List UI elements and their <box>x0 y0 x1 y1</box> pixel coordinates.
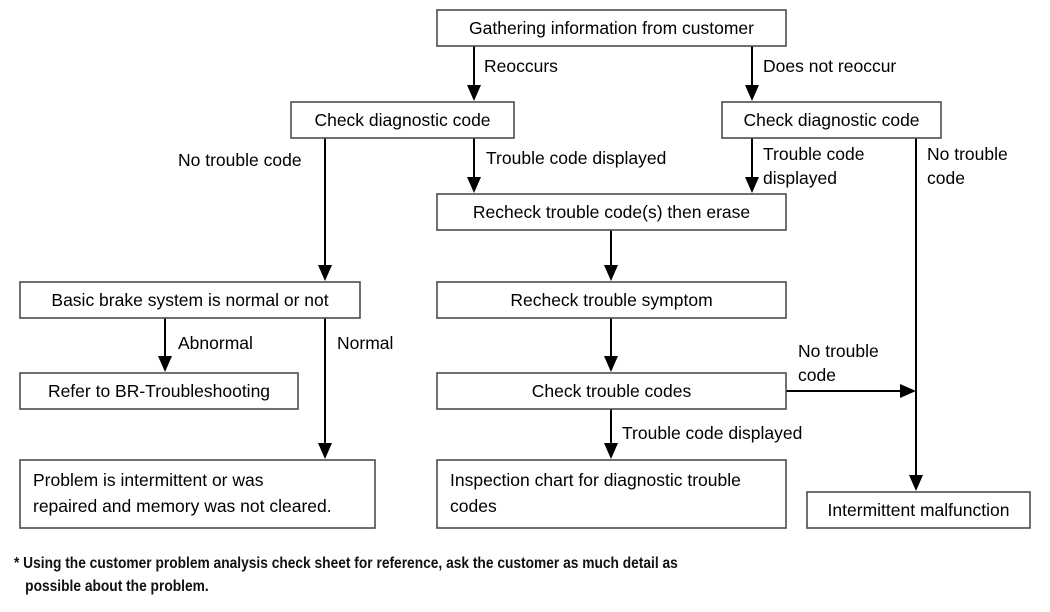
node-box <box>290 101 515 139</box>
arrow-head <box>900 384 916 398</box>
node-inspection-chart: Inspection chart for diagnostic trouble … <box>436 459 787 529</box>
node-label: Recheck trouble code(s) then erase <box>473 202 750 222</box>
edge-label-no-trouble-code-left: No trouble code <box>178 150 302 170</box>
node-label: Check trouble codes <box>532 381 692 401</box>
node-box <box>19 281 361 319</box>
node-recheck-trouble-codes-then-erase: Recheck trouble code(s) then erase <box>436 193 787 231</box>
edge-symptom-to-check-codes <box>604 318 618 372</box>
footnote: * Using the customer problem analysis ch… <box>14 552 891 598</box>
node-label-line2: repaired and memory was not cleared. <box>33 496 332 516</box>
node-check-diagnostic-code-right: Check diagnostic code <box>721 101 942 139</box>
edge-gathering-to-check-right <box>745 46 759 101</box>
node-box <box>436 372 787 410</box>
arrow-head <box>745 177 759 193</box>
arrow-head <box>318 265 332 281</box>
node-label-line2: codes <box>450 496 497 516</box>
node-label: Refer to BR-Troubleshooting <box>48 381 270 401</box>
edge-label-normal: Normal <box>337 333 393 353</box>
arrow-head <box>467 85 481 101</box>
edge-label-abnormal: Abnormal <box>178 333 253 353</box>
node-box <box>806 491 1031 529</box>
node-label-line1: Problem is intermittent or was <box>33 470 264 490</box>
node-label: Basic brake system is normal or not <box>51 290 328 310</box>
node-check-diagnostic-code-left: Check diagnostic code <box>290 101 515 139</box>
node-problem-is-intermittent: Problem is intermittent or was repaired … <box>19 459 376 529</box>
edge-label-no-trouble-code-right-line2: code <box>927 168 965 188</box>
edge-label-trouble-code-displayed-right-line1: Trouble code <box>763 144 865 164</box>
node-check-trouble-codes: Check trouble codes <box>436 372 787 410</box>
node-label: Check diagnostic code <box>743 110 919 130</box>
node-box <box>19 372 299 410</box>
edge-check-right-to-recheck-erase <box>745 138 759 193</box>
edge-label-trouble-code-displayed-left: Trouble code displayed <box>486 148 666 168</box>
node-basic-brake-system: Basic brake system is normal or not <box>19 281 361 319</box>
arrow-head <box>745 85 759 101</box>
node-refer-to-br-troubleshooting: Refer to BR-Troubleshooting <box>19 372 299 410</box>
edge-label-no-trouble-code-bottom-line1: No trouble <box>798 341 879 361</box>
arrow-head <box>158 356 172 372</box>
node-label: Recheck trouble symptom <box>510 290 712 310</box>
arrow-head <box>604 443 618 459</box>
node-label: Gathering information from customer <box>469 18 754 38</box>
edge-label-does-not-reoccur: Does not reoccur <box>763 56 896 76</box>
edge-label-no-trouble-code-right-line1: No trouble <box>927 144 1008 164</box>
arrow-head <box>604 356 618 372</box>
arrow-head <box>318 443 332 459</box>
node-box <box>721 101 942 139</box>
footnote-line-1: * Using the customer problem analysis ch… <box>14 555 678 572</box>
edge-check-codes-to-inspection-chart <box>604 409 618 459</box>
edge-basic-brake-to-problem-intermittent <box>318 318 332 459</box>
arrow-head <box>909 475 923 491</box>
edge-gathering-to-check-left <box>467 46 481 101</box>
node-box <box>436 281 787 319</box>
edge-label-no-trouble-code-bottom-line2: code <box>798 365 836 385</box>
arrow-head <box>467 177 481 193</box>
node-box <box>436 459 787 529</box>
node-intermittent-malfunction: Intermittent malfunction <box>806 491 1031 529</box>
edge-label-trouble-code-displayed-right-line2: displayed <box>763 168 837 188</box>
node-box <box>436 193 787 231</box>
edge-label-trouble-code-displayed-bottom: Trouble code displayed <box>622 423 802 443</box>
node-gathering-information: Gathering information from customer <box>436 9 787 47</box>
edge-check-codes-to-intermittent <box>786 384 916 398</box>
node-label-line1: Inspection chart for diagnostic trouble <box>450 470 741 490</box>
node-box <box>436 9 787 47</box>
arrow-head <box>604 265 618 281</box>
node-label: Intermittent malfunction <box>828 500 1010 520</box>
edge-label-reoccurs: Reoccurs <box>484 56 558 76</box>
node-label: Check diagnostic code <box>314 110 490 130</box>
edge-check-left-to-recheck-erase <box>467 138 481 193</box>
edge-basic-brake-to-refer-br <box>158 318 172 372</box>
edge-recheck-erase-to-symptom <box>604 230 618 281</box>
edge-check-left-to-basic-brake <box>318 138 332 281</box>
footnote-line-2: possible about the problem. <box>25 578 209 596</box>
edge-check-right-to-intermittent <box>909 138 923 491</box>
node-recheck-trouble-symptom: Recheck trouble symptom <box>436 281 787 319</box>
node-box <box>19 459 376 529</box>
